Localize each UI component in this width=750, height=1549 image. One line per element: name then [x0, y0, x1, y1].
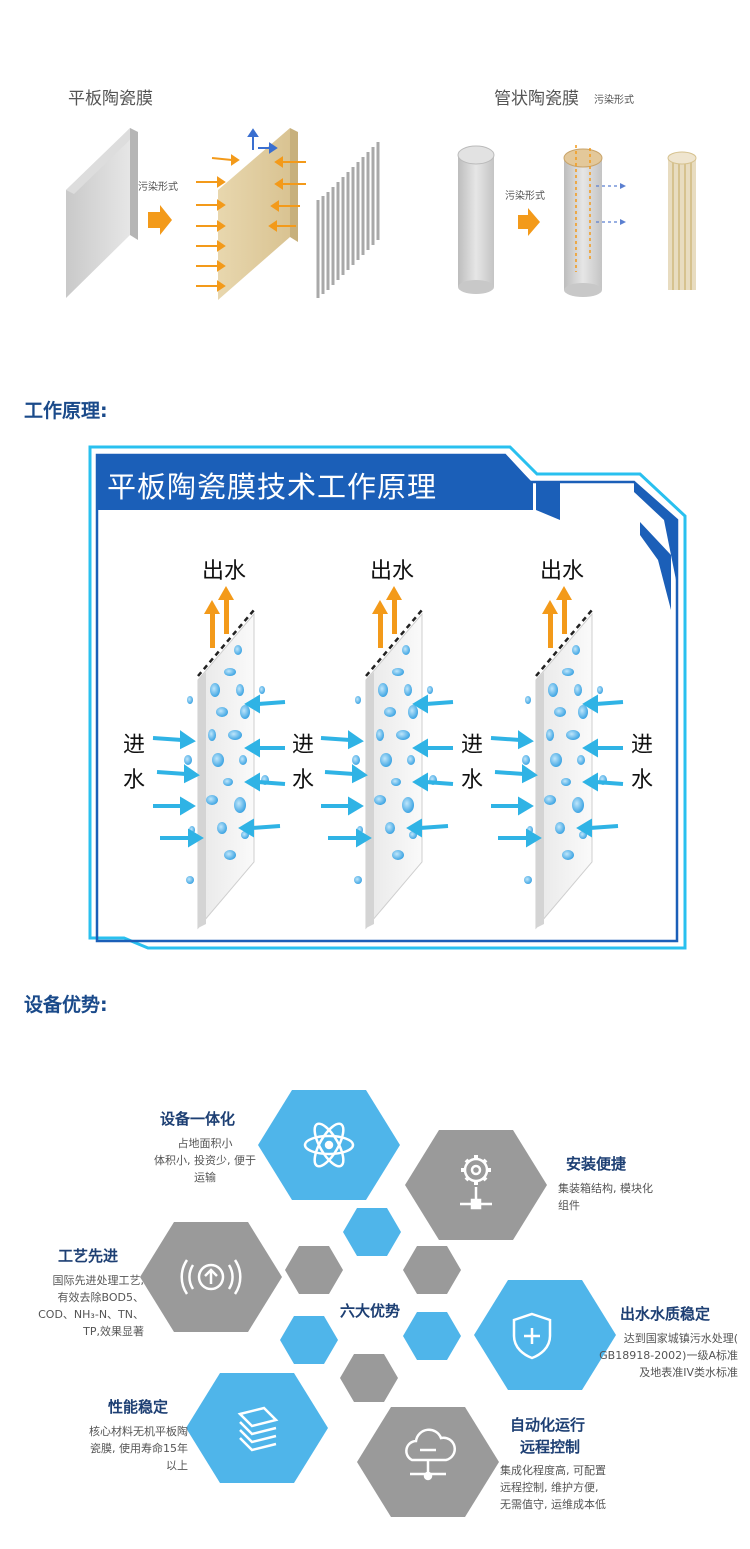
in-water-char-4b: 水	[631, 768, 654, 793]
arrow-right-icon-2	[518, 208, 540, 236]
in-water-char-1a: 进	[123, 733, 146, 758]
adv-quality-desc: 达到国家城镇污水处理( GB18918-2002)一级A标准 及地表准IV类水标…	[599, 1332, 738, 1379]
in-water-char-2a: 进	[292, 733, 315, 758]
adv-process-title: 工艺先进	[58, 1247, 119, 1265]
shield-plus-icon	[512, 1312, 552, 1360]
adv-integration-title: 设备一体化	[160, 1110, 236, 1128]
atom-icon	[303, 1122, 355, 1168]
hex-quality	[474, 1280, 616, 1390]
flow-arrows-blue	[247, 128, 278, 154]
tube-membrane-3	[667, 151, 697, 290]
top-membrane-illustration	[66, 128, 697, 300]
tube-pollution-sub: 污染形式	[594, 95, 634, 106]
upload-circle-icon	[180, 1259, 242, 1295]
out-water-label-1: 出水	[202, 559, 247, 584]
adv-install-title: 安装便捷	[566, 1155, 627, 1173]
adv-integration-desc: 占地面积小 体积小, 投资少, 便于 运输	[154, 1137, 256, 1184]
principle-section-title: 工作原理:	[24, 400, 108, 422]
adv-process-desc: 国际先进处理工艺, 有效去除BOD5、 COD、NH₃-N、TN、 TP,效果显…	[38, 1274, 144, 1338]
cloud-network-icon	[405, 1428, 456, 1481]
tube-membrane-2	[563, 145, 626, 297]
membrane-unit-1	[152, 586, 286, 930]
adv-install-desc: 集装箱结构, 模块化 组件	[558, 1182, 653, 1212]
advantage-section-title: 设备优势:	[24, 994, 108, 1016]
in-water-char-4a: 进	[631, 733, 654, 758]
tube-membrane-label: 管状陶瓷膜	[494, 89, 579, 109]
in-water-char-1b: 水	[123, 768, 146, 793]
pollution-label-left: 污染形式	[138, 182, 178, 193]
slatted-plate	[316, 142, 380, 298]
adv-stable-title: 性能稳定	[108, 1398, 169, 1416]
in-water-char-2b: 水	[292, 768, 315, 793]
pollution-label-right: 污染形式	[505, 191, 545, 202]
arrow-right-icon	[148, 205, 172, 235]
hex-stable	[186, 1373, 328, 1483]
in-water-char-3b: 水	[461, 768, 484, 793]
out-water-label-3: 出水	[540, 559, 585, 584]
flat-plate-gray	[66, 128, 138, 298]
layers-icon	[237, 1406, 279, 1452]
adv-stable-desc: 核心材料无机平板陶 瓷膜, 使用寿命15年 以上	[89, 1425, 188, 1472]
flat-membrane-label: 平板陶瓷膜	[68, 89, 153, 109]
adv-automation-title: 自动化运行	[510, 1416, 586, 1434]
in-water-char-3a: 进	[461, 733, 484, 758]
out-water-label-2: 出水	[370, 559, 415, 584]
adv-automation-desc: 集成化程度高, 可配置 远程控制, 维护方便, 无需值守, 运维成本低	[500, 1464, 606, 1511]
advantages-center-label: 六大优势	[340, 1302, 401, 1320]
flow-arrows-orange	[196, 154, 306, 292]
gear-network-icon	[460, 1155, 492, 1210]
adv-automation-title2: 远程控制	[520, 1438, 581, 1456]
principle-panel-title: 平板陶瓷膜技术工作原理	[107, 470, 438, 504]
adv-quality-title: 出水水质稳定	[620, 1305, 711, 1323]
tube-membrane-1	[457, 145, 495, 294]
